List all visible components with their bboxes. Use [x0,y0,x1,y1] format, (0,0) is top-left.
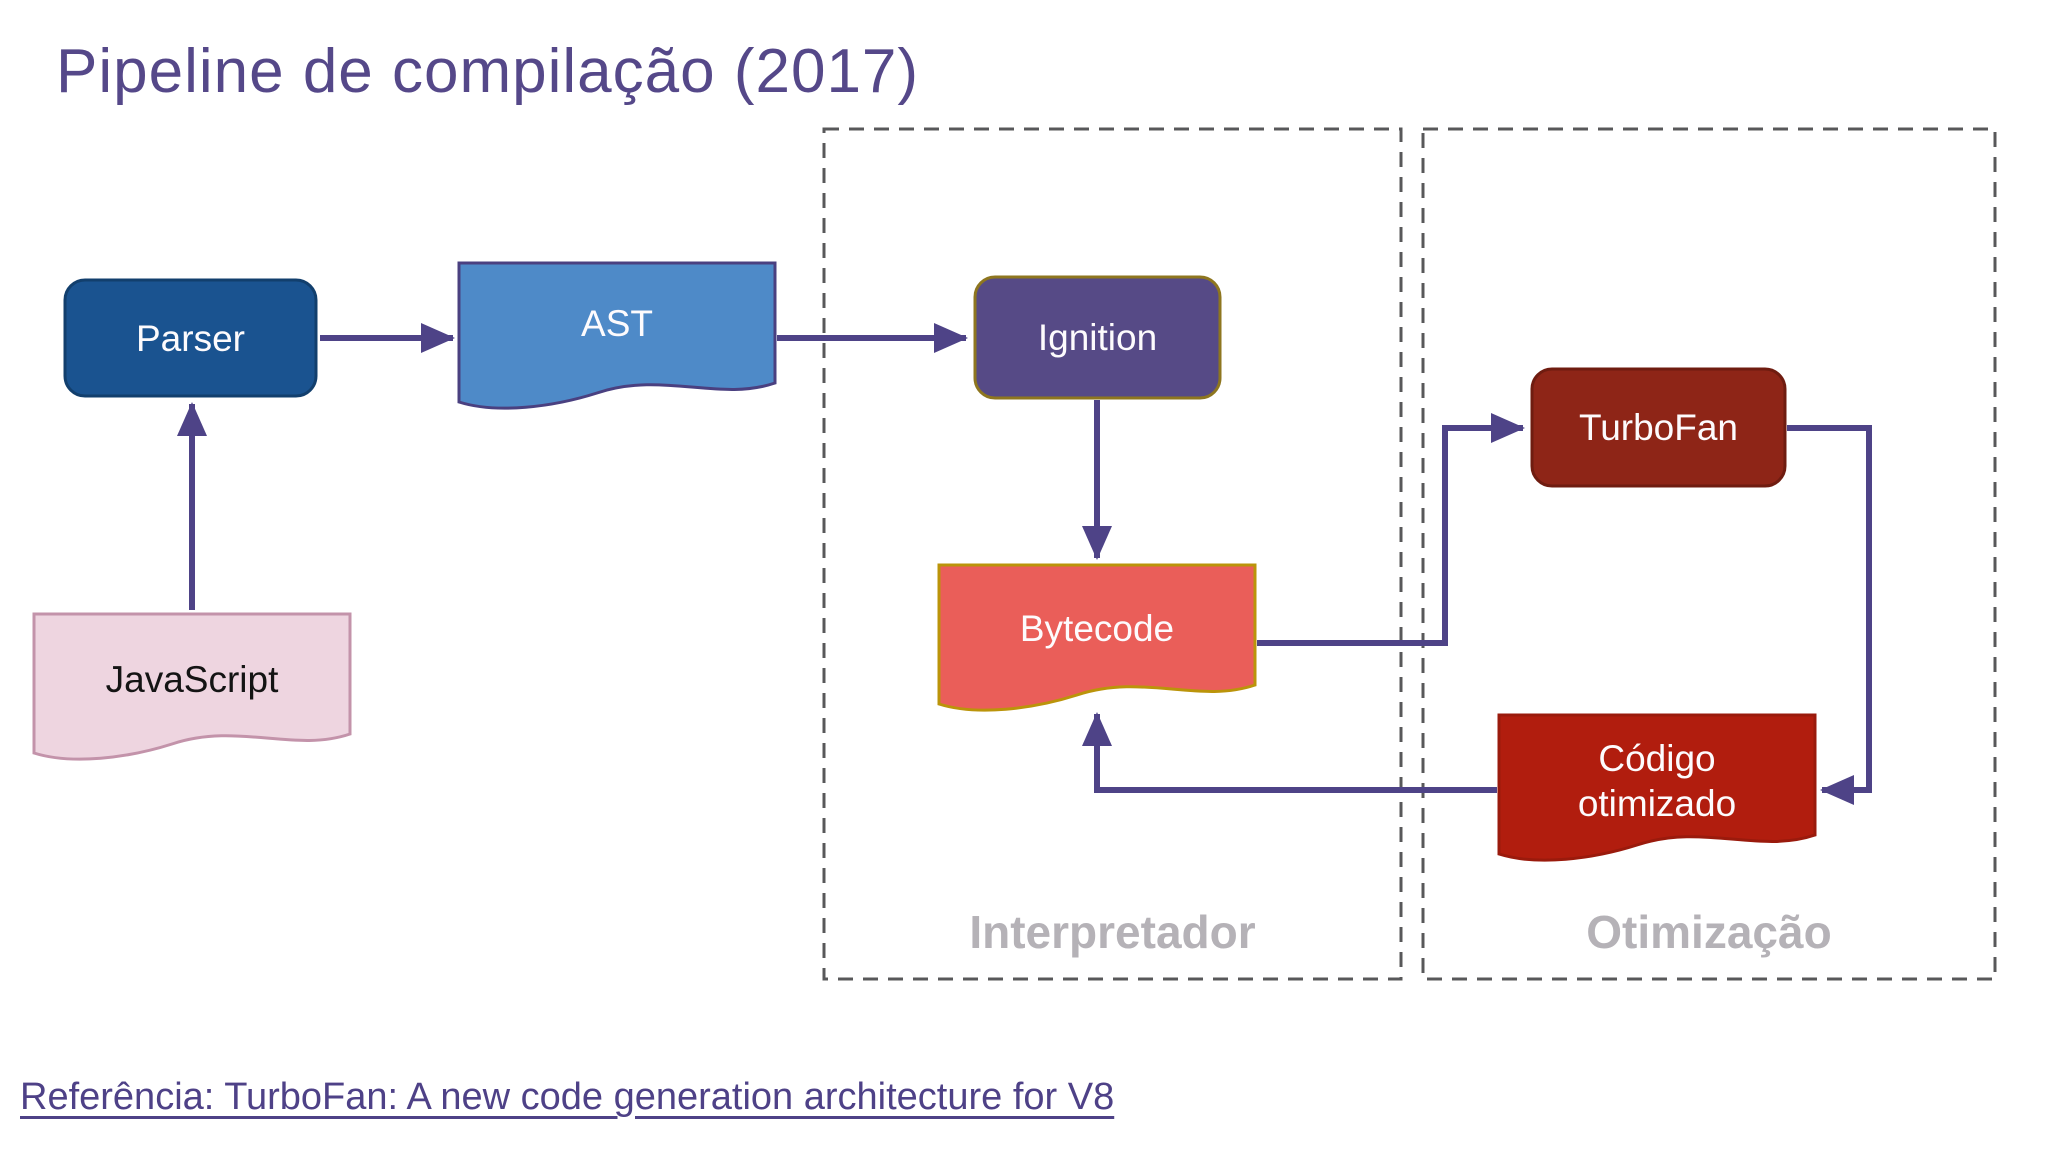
node-label-ast: AST [581,302,653,344]
node-codigo-otimizado [1497,713,1817,862]
group-interpretador-border [822,127,1403,981]
node-javascript [32,612,352,761]
page-title: Pipeline de compilação (2017) [56,37,920,106]
group-otimizacao-border [1421,127,1997,981]
group-otimizacao: Otimização [1421,127,1997,981]
node-bytecode [937,563,1257,712]
group-label-interpretador: Interpretador [969,906,1256,958]
node-label-bytecode: Bytecode [1019,607,1175,649]
node-label-parser: Parser [136,317,245,359]
node-ast [457,261,777,410]
group-label-otimizacao: Otimização [1586,906,1832,958]
reference-link[interactable]: Referência: TurboFan: A new code generat… [20,1076,1115,1118]
node-label-codigo-otimizado: Código otimizado [1577,737,1737,824]
node-label-ignition: Ignition [1037,317,1158,358]
node-parser [63,278,318,398]
node-label-turbofan: TurboFan [1578,407,1739,448]
node-label-javascript: JavaScript [105,659,279,700]
node-ignition [973,275,1222,400]
group-interpretador: Interpretador [822,127,1403,981]
node-turbofan [1530,367,1787,488]
